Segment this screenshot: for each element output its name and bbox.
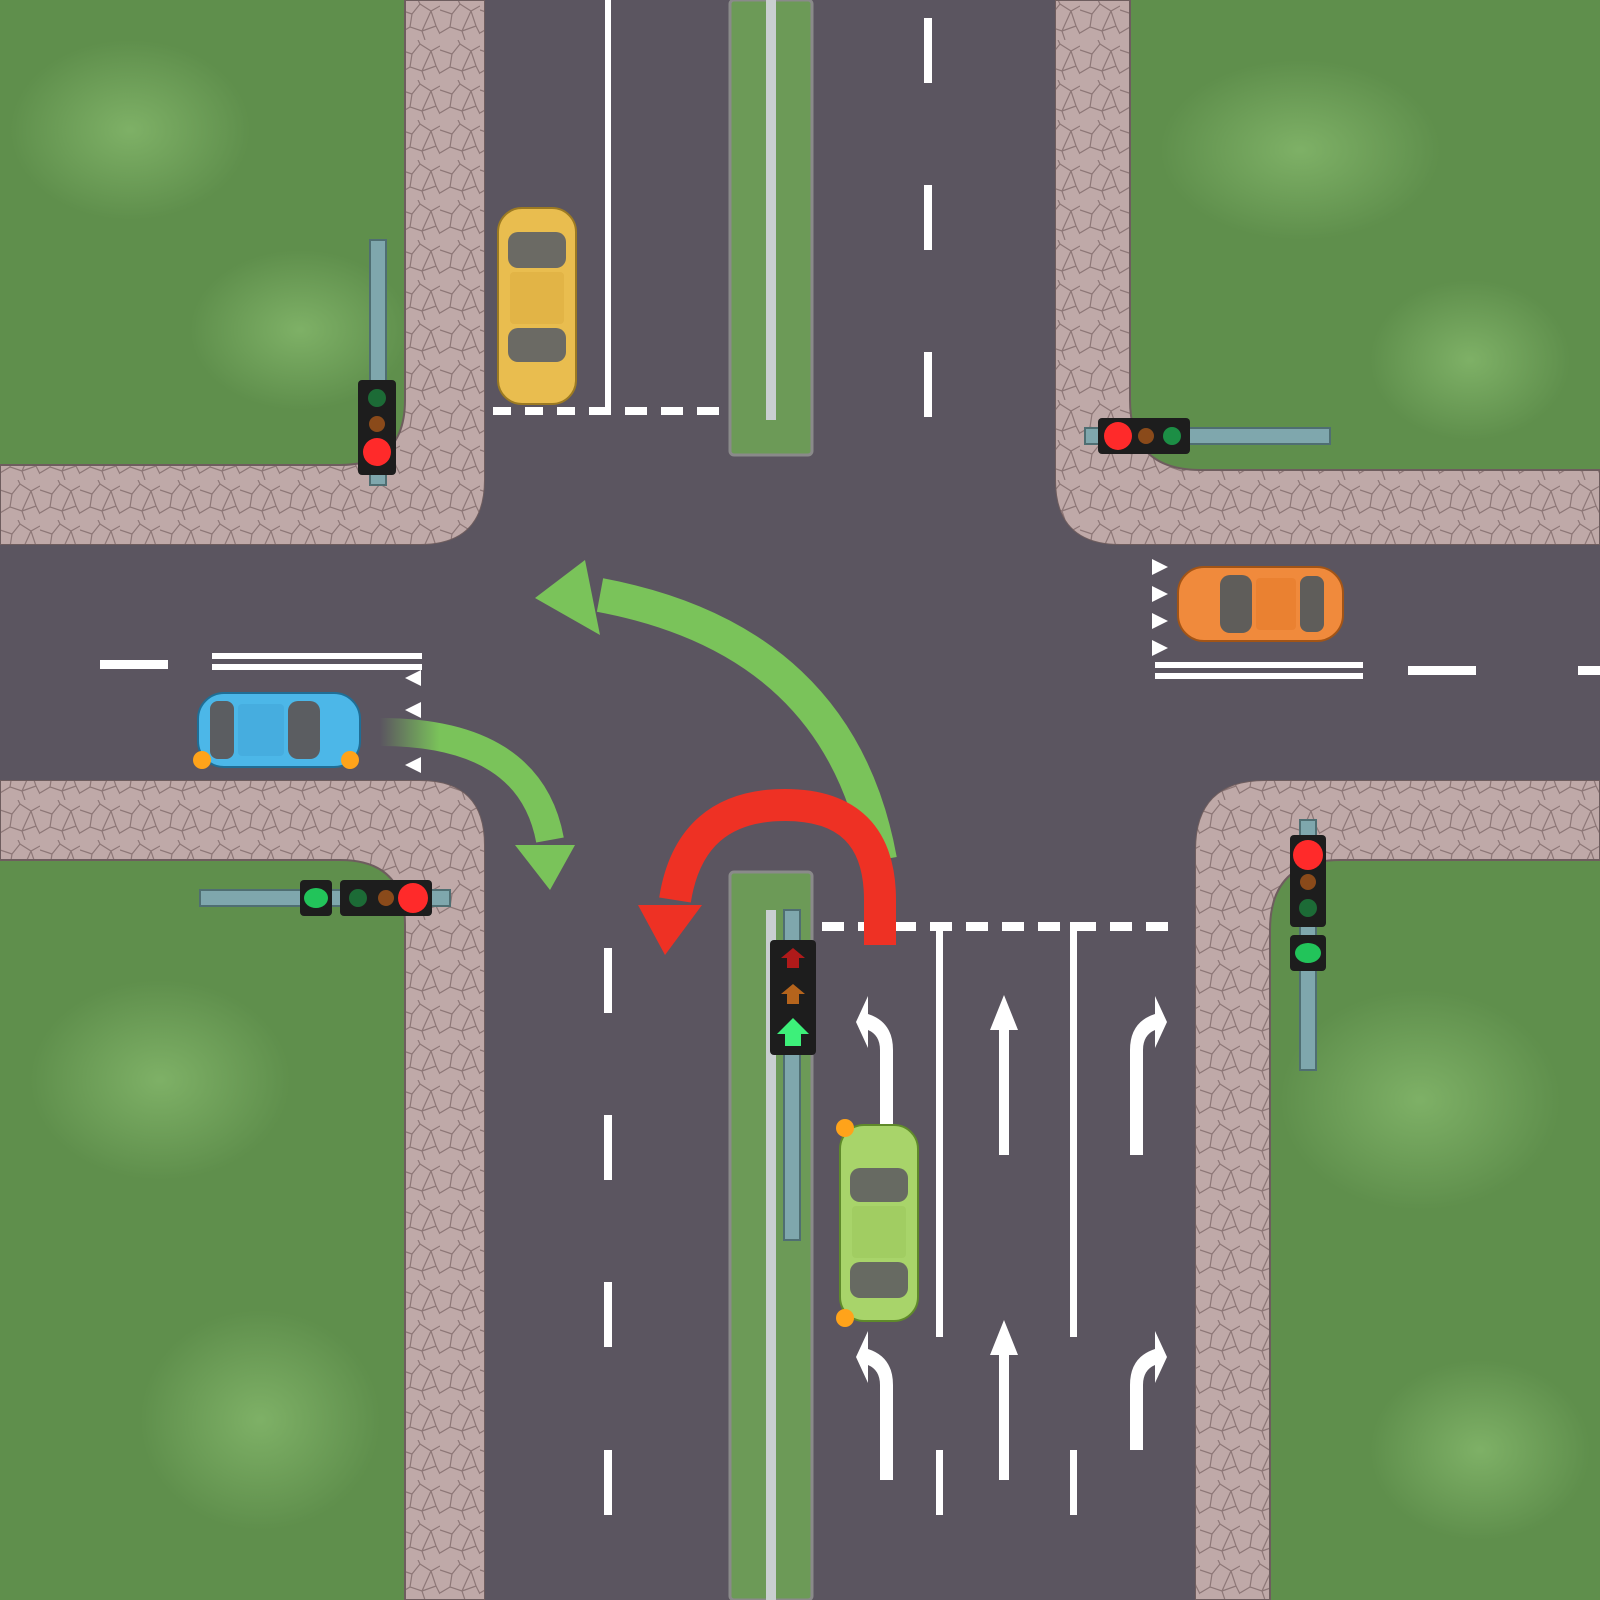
straight-arrow-icon [990, 995, 1018, 1155]
north-stop-line [493, 407, 719, 415]
traffic-light-northwest-icon [358, 239, 396, 486]
allowed-left-turn-arrowhead [535, 560, 600, 635]
turn-indicator-icon [836, 1119, 854, 1137]
lane-arrows [856, 995, 1167, 1480]
green-car [836, 1119, 919, 1327]
maneuver-arrows [379, 560, 897, 955]
vehicles [193, 207, 1344, 1327]
turn-indicator-icon [341, 751, 359, 769]
allowed-right-turn-arrow [379, 718, 564, 843]
left-turn-arrow-icon [856, 996, 893, 1130]
left-turn-arrow-icon [856, 1331, 893, 1480]
allowed-left-turn-arrow [596, 578, 897, 864]
right-turn-arrow-icon [1130, 996, 1167, 1155]
right-turn-arrow-icon [1130, 1331, 1167, 1450]
straight-arrow-icon [990, 1320, 1018, 1480]
allowed-right-turn-arrowhead [515, 845, 575, 890]
blue-car [193, 692, 361, 769]
forbidden-u-turn-arrowhead [638, 905, 702, 955]
traffic-light-southeast-icon [1290, 819, 1326, 1071]
orange-car [1177, 566, 1344, 642]
traffic-signals [199, 239, 1331, 1241]
yellow-car [497, 207, 577, 405]
turn-indicator-icon [836, 1309, 854, 1327]
traffic-light-northeast-icon [1084, 418, 1331, 454]
traffic-light-southwest-icon [199, 880, 451, 916]
turn-indicator-icon [193, 751, 211, 769]
traffic-light-median-arrow-icon [770, 909, 816, 1241]
road-markings [100, 0, 1600, 1515]
forbidden-u-turn-arrow [659, 788, 896, 945]
